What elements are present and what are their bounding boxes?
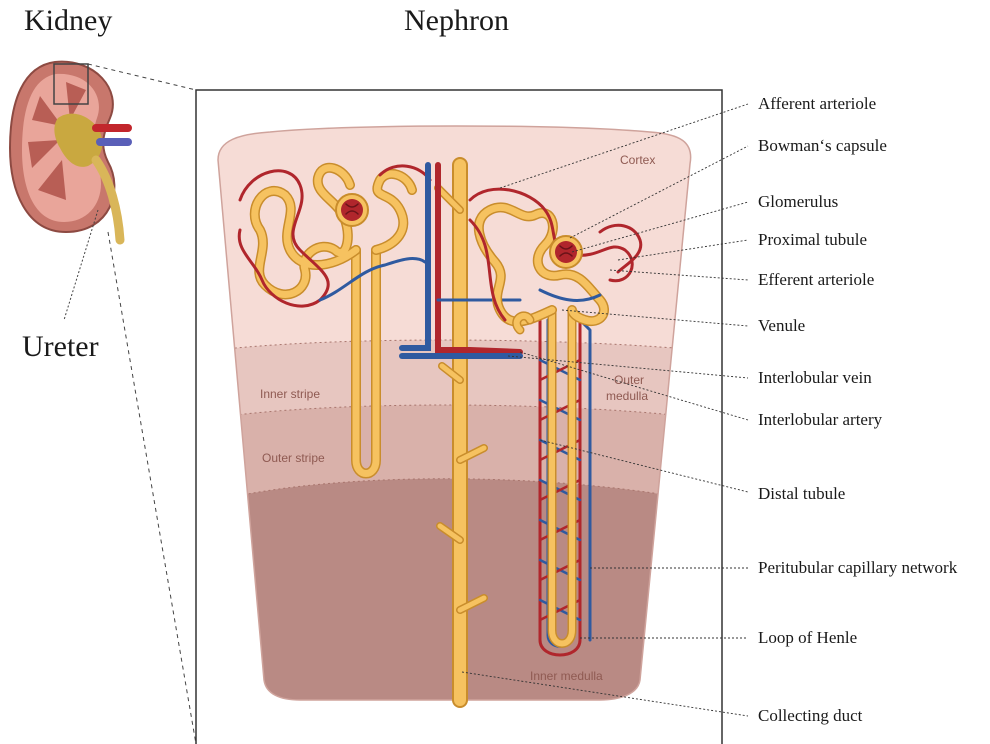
kidney-illustration [10, 62, 132, 240]
outer-stripe-label: Outer stripe [262, 451, 325, 465]
callout-distal-tubule: Distal tubule [758, 484, 845, 504]
callout-afferent-arteriole: Afferent arteriole [758, 94, 876, 114]
callout-glomerulus: Glomerulus [758, 192, 838, 212]
callout-interlobular-artery: Interlobular artery [758, 410, 882, 430]
callout-peritubular-capillary-network: Peritubular capillary network [758, 558, 957, 578]
callout-collecting-duct: Collecting duct [758, 706, 862, 726]
inner-stripe-label: Inner stripe [260, 387, 320, 401]
zoom-line-bottom [108, 232, 196, 744]
cortex-label: Cortex [620, 153, 655, 167]
callout-venule: Venule [758, 316, 805, 336]
callout-proximal-tubule: Proximal tubule [758, 230, 867, 250]
callout-interlobular-vein: Interlobular vein [758, 368, 872, 388]
callout-loop-of-henle: Loop of Henle [758, 628, 857, 648]
inner-medulla-label: Inner medulla [530, 669, 603, 683]
callout-bowmans-capsule: Bowman‘s capsule [758, 136, 887, 156]
outer-medulla-label-2: medulla [606, 389, 648, 403]
callout-efferent-arteriole: Efferent arteriole [758, 270, 874, 290]
